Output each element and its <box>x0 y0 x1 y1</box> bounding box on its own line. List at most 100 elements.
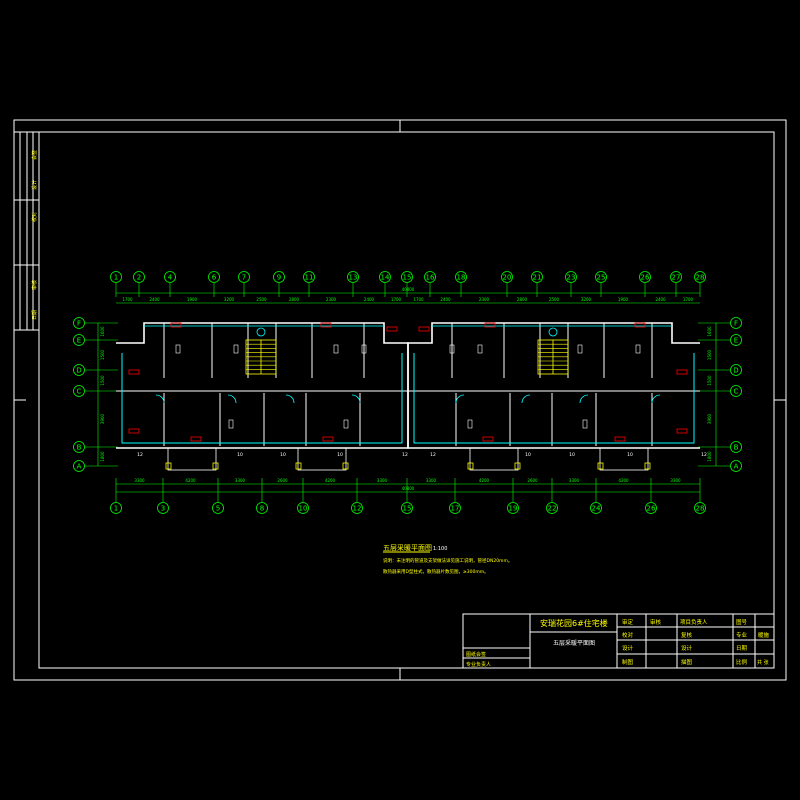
door-swing <box>285 394 295 404</box>
axis-top-bubble <box>639 271 651 283</box>
axis-top-bubble <box>565 271 577 283</box>
dim-top: 2300 <box>326 297 337 302</box>
dim-bottom: 3300 <box>377 478 388 483</box>
radiator <box>676 428 688 434</box>
left-field-1: 图纸会签 <box>466 651 486 658</box>
tb-meta-2: 专业 <box>736 631 748 639</box>
axis-bottom-label: 19 <box>509 505 518 513</box>
room-number: 12 <box>701 452 707 458</box>
axis-top-bubble <box>595 271 607 283</box>
project-name: 安瑞花园6#住宅楼 <box>540 618 608 628</box>
dim-bottom: 3300 <box>426 478 437 483</box>
axis-right-bubble <box>730 441 742 453</box>
axis-bottom-bubble <box>507 502 519 514</box>
axis-right-label: B <box>734 444 739 452</box>
room-number: 12 <box>137 452 143 458</box>
axis-top-label: 1 <box>114 274 118 282</box>
radiator <box>418 326 430 332</box>
axis-bottom-label: 15 <box>403 505 412 513</box>
dim-left: 1800 <box>100 451 105 462</box>
radiator <box>128 369 140 375</box>
dim-top-total: 40800 <box>402 287 415 292</box>
axis-top-label: 16 <box>426 274 435 282</box>
axis-left-bubble <box>73 385 85 397</box>
tb-meta-4: 比例 <box>736 658 748 666</box>
dim-top: 1900 <box>618 297 629 302</box>
room-number: 10 <box>627 452 633 458</box>
axis-bottom-bubble <box>590 502 602 514</box>
radiator <box>320 322 332 328</box>
axis-right-label: A <box>734 463 739 471</box>
dim-top: 2500 <box>549 297 560 302</box>
axis-left-bubble <box>73 317 85 329</box>
axis-left-label: F <box>77 320 81 328</box>
axis-bottom-label: 24 <box>592 505 601 513</box>
note-line-1: 说明：未注明的管道及支架做法详见施工说明，管径DN20mm。 <box>383 557 512 564</box>
axis-top-bubble <box>133 271 145 283</box>
axis-top-bubble <box>347 271 359 283</box>
tb-label-4: 制图 <box>622 658 634 666</box>
axis-bottom-bubble <box>110 502 122 514</box>
side-label-1: 会签 <box>31 150 38 160</box>
axis-left-bubble <box>73 364 85 376</box>
axis-top-bubble <box>208 271 220 283</box>
radiator <box>676 369 688 375</box>
axis-top-label: 26 <box>641 274 650 282</box>
dim-left: 1500 <box>100 375 105 386</box>
balcony <box>599 447 649 471</box>
dim-bottom: 3300 <box>235 478 246 483</box>
column <box>644 462 651 470</box>
dim-top: 1700 <box>413 297 424 302</box>
room-number: 12 <box>430 452 436 458</box>
axis-top-label: 9 <box>277 274 281 282</box>
axis-top-label: 13 <box>349 274 358 282</box>
door-swing <box>351 394 361 404</box>
plan-notes: 五层采暖平面图 1:100 说明：未注明的管道及支架做法详见施工说明，管径DN2… <box>383 543 512 575</box>
dim-top: 3200 <box>224 297 235 302</box>
balcony <box>469 447 519 471</box>
axis-right-bubble <box>730 317 742 329</box>
column <box>342 462 349 470</box>
tb-value-3: 描图 <box>681 658 693 666</box>
axis-left-label: E <box>77 337 81 345</box>
dim-bottom: 3300 <box>670 478 681 483</box>
column <box>212 462 219 470</box>
dim-bottom: 4200 <box>479 478 490 483</box>
axis-left-bubble <box>73 460 85 472</box>
axis-top-label: 23 <box>567 274 576 282</box>
dim-bottom: 2600 <box>277 478 288 483</box>
dim-top: 1700 <box>683 297 694 302</box>
axis-bottom-label: 1 <box>114 505 118 513</box>
dim-right: 3900 <box>707 413 712 424</box>
dim-bottom: 3300 <box>134 478 145 483</box>
axis-bottom-label: 3 <box>161 505 165 513</box>
tb-label-3: 设计 <box>622 644 634 652</box>
axis-bottom-bubble <box>449 502 461 514</box>
dim-left: 1500 <box>100 349 105 360</box>
dim-right: 1800 <box>707 451 712 462</box>
radiator <box>128 428 140 434</box>
heating-pipe <box>121 353 403 444</box>
axis-bottom-bubble <box>694 502 706 514</box>
axis-bottom-label: 8 <box>260 505 264 513</box>
column <box>597 462 604 470</box>
dim-top: 2400 <box>149 297 160 302</box>
axis-bottom-label: 10 <box>299 505 308 513</box>
drawing-name: 五层采暖平面图 <box>553 639 595 647</box>
door-swing <box>455 394 465 404</box>
tb-meta-1: 图号 <box>736 618 748 626</box>
radiator <box>634 322 646 328</box>
fixture <box>635 344 641 354</box>
dim-right: 1500 <box>707 375 712 386</box>
tb-meta-3: 日期 <box>736 645 748 652</box>
room-number: 10 <box>569 452 575 458</box>
door-swing <box>521 394 531 404</box>
room-number: 10 <box>280 452 286 458</box>
tb-value-0: 审核 <box>650 618 662 626</box>
dim-right: 1600 <box>707 326 712 337</box>
dim-top: 2300 <box>479 297 490 302</box>
tb-value-1: 复核 <box>681 631 693 639</box>
tb-meta-value-2: 共 张 <box>757 659 769 666</box>
tb-meta-value-1: 暖施 <box>758 631 770 639</box>
